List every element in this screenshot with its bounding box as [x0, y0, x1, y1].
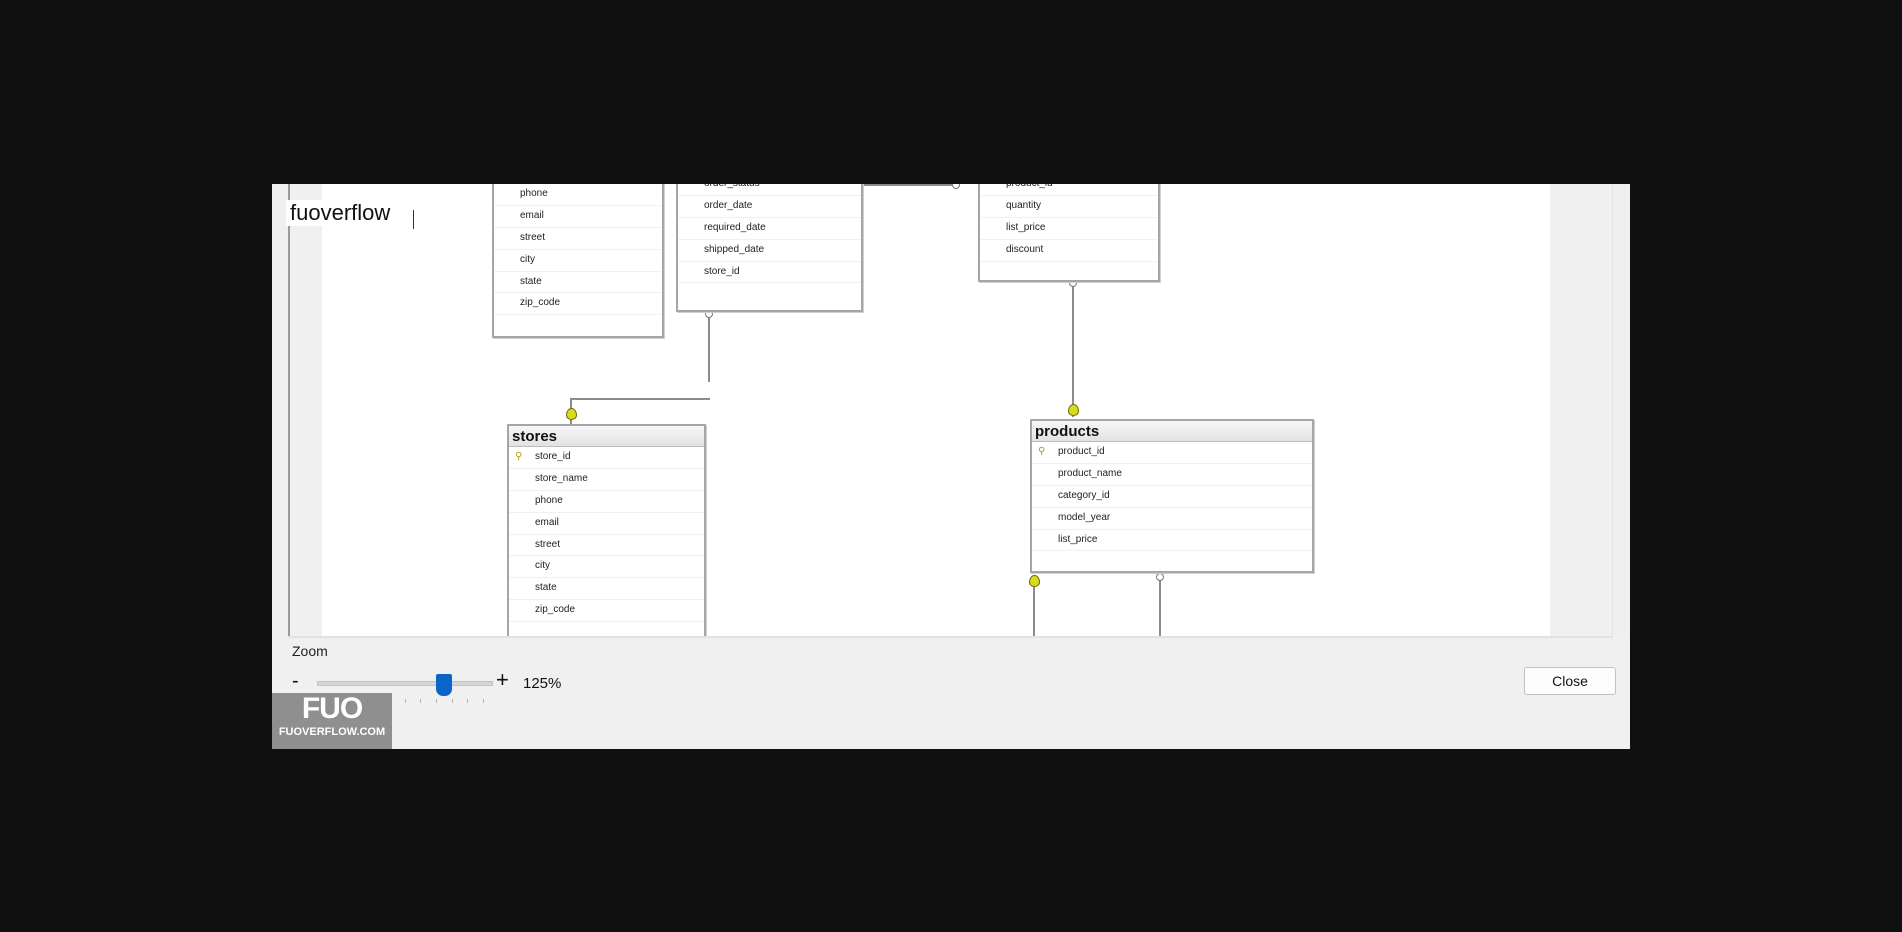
column-phone: phone	[494, 184, 662, 206]
column-email: email	[494, 206, 662, 228]
relationship-line	[1072, 279, 1074, 417]
zoom-percentage: 125%	[523, 675, 562, 692]
column-shipped-date: shipped_date	[678, 240, 861, 262]
zoom-tick	[452, 699, 453, 703]
column-discount: discount	[980, 240, 1158, 262]
zoom-tick	[467, 699, 468, 703]
column-model-year: model_year	[1032, 508, 1312, 530]
column-store-id: store_id	[678, 262, 861, 284]
close-button[interactable]: Close	[1524, 667, 1616, 695]
table-stores[interactable]: stores ⚲store_id store_name phone email …	[507, 424, 706, 636]
zoom-slider-thumb[interactable]	[436, 674, 452, 696]
table-title: stores	[509, 426, 704, 447]
relationship-line	[570, 398, 572, 442]
zoom-tick	[436, 699, 437, 703]
zoom-slider-track[interactable]	[317, 681, 493, 686]
table-order-items[interactable]: product_id quantity list_price discount	[978, 184, 1160, 282]
column-street: street	[494, 228, 662, 250]
column-list-price: list_price	[1032, 530, 1312, 552]
many-marker	[1156, 573, 1164, 581]
table-customers[interactable]: phone email street city state zip_code	[492, 184, 664, 338]
column-order-date: order_date	[678, 196, 861, 218]
zoom-in-button[interactable]: +	[496, 667, 509, 692]
primary-key-icon: ⚲	[515, 451, 523, 462]
column-quantity: quantity	[980, 196, 1158, 218]
diagram-canvas[interactable]: phone email street city state zip_code o…	[322, 184, 1550, 636]
text-caret	[413, 210, 414, 229]
column-state: state	[494, 272, 662, 294]
key-endpoint-icon	[1029, 575, 1040, 587]
zoom-tick	[483, 699, 484, 703]
table-orders[interactable]: order_status order_date required_date sh…	[676, 184, 863, 312]
key-endpoint-icon	[1068, 404, 1079, 416]
vertical-scrollbar[interactable]	[1612, 184, 1630, 636]
primary-key-icon: ⚲	[1038, 446, 1046, 457]
relationship-line	[570, 398, 710, 400]
diagram-window: phone email street city state zip_code o…	[272, 184, 1630, 749]
column-category-id: category_id	[1032, 486, 1312, 508]
relationship-line	[1159, 578, 1161, 636]
column-phone: phone	[509, 491, 704, 513]
relationship-line	[1033, 578, 1035, 636]
zoom-tick	[405, 699, 406, 703]
column-product-id: product_id	[980, 184, 1158, 196]
column-list-price: list_price	[980, 218, 1158, 240]
column-zip-code: zip_code	[494, 293, 662, 316]
watermark-url: FUOVERFLOW.COM	[278, 726, 386, 738]
diagram-frame: phone email street city state zip_code o…	[288, 184, 1630, 636]
relationship-line	[849, 184, 953, 186]
column-required-date: required_date	[678, 218, 861, 240]
column-city: city	[509, 556, 704, 579]
watermark-logo: FUO FUOVERFLOW.COM	[272, 693, 392, 749]
column-city: city	[494, 250, 662, 272]
table-title: products	[1032, 421, 1312, 442]
zoom-out-button[interactable]: -	[292, 670, 299, 692]
horizontal-divider	[288, 636, 1613, 638]
relationship-line	[708, 314, 710, 382]
zoom-label: Zoom	[292, 643, 328, 659]
column-email: email	[509, 513, 704, 535]
column-state: state	[509, 578, 704, 601]
zoom-tick	[420, 699, 421, 703]
column-product-name: product_name	[1032, 464, 1312, 486]
column-zip-code: zip_code	[509, 600, 704, 623]
column-order-status: order_status	[678, 184, 861, 196]
table-products[interactable]: products ⚲product_id product_name catego…	[1030, 419, 1314, 573]
user-name-overlay: fuoverflow	[286, 200, 395, 226]
key-endpoint-icon	[566, 408, 577, 420]
column-store-id: ⚲store_id	[509, 447, 704, 469]
column-product-id: ⚲product_id	[1032, 442, 1312, 464]
many-marker	[952, 184, 960, 189]
watermark-logo-mark: FUO	[301, 692, 363, 725]
column-store-name: store_name	[509, 469, 704, 491]
column-street: street	[509, 535, 704, 557]
